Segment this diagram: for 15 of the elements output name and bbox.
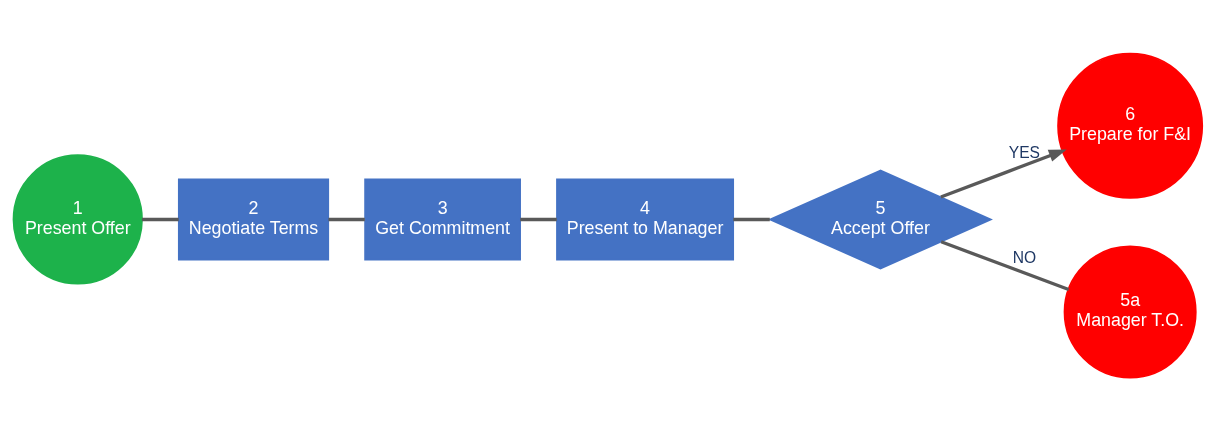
node-circle: 5a Manager T.O. (1063, 245, 1197, 379)
connector (940, 239, 1070, 291)
node-circle: 6 Prepare for F&I (1057, 52, 1204, 199)
arrow (940, 148, 1067, 199)
node-box: 4 Present to Manager (556, 178, 735, 260)
node-circle: 1 Present Offer (12, 153, 143, 285)
node-diamond: 5 Accept Offer (767, 169, 993, 269)
edge-label: YES (1008, 143, 1040, 161)
connector (142, 217, 179, 221)
connector (520, 217, 557, 221)
edge-label: NO (1012, 248, 1037, 266)
connector (328, 217, 365, 221)
node-box: 2 Negotiate Terms (177, 178, 330, 260)
connector (733, 217, 770, 221)
node-box: 3 Get Commitment (364, 178, 521, 260)
